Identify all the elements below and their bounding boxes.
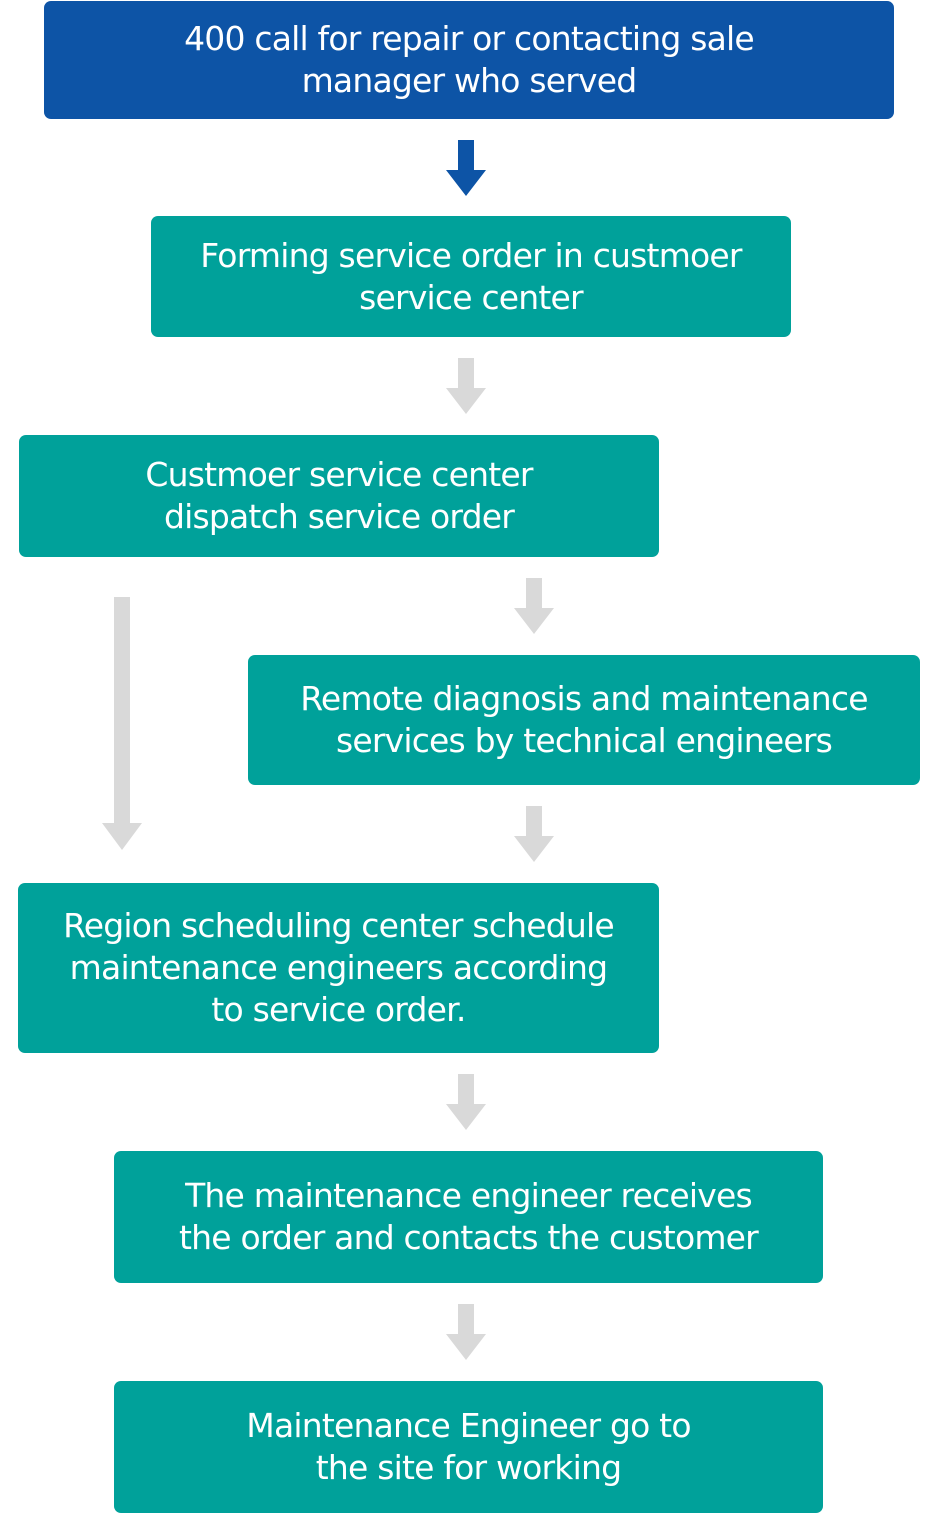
step-box-forming-order: Forming service order in custmoer servic… xyxy=(151,216,791,337)
arrow-down-icon xyxy=(446,1304,486,1360)
step-box-remote-diagnosis: Remote diagnosis and maintenance service… xyxy=(248,655,920,785)
arrow-down-icon xyxy=(514,578,554,634)
step-label-line: to service order. xyxy=(211,990,466,1029)
arrow-down-icon xyxy=(446,1074,486,1130)
arrow-down-shape xyxy=(446,1304,486,1360)
long-arrow-down-icon xyxy=(102,597,142,850)
step-label-line: Region scheduling center schedule xyxy=(63,906,615,945)
step-label-line: the site for working xyxy=(315,1448,622,1487)
arrow-down-shape xyxy=(102,597,142,850)
step-box-dispatch-order: Custmoer service center dispatch service… xyxy=(19,435,659,557)
step-label-line: 400 call for repair or contacting sale xyxy=(184,19,755,58)
step-label-line: service center xyxy=(359,277,583,317)
arrow-down-icon xyxy=(514,806,554,862)
arrow-down-shape xyxy=(446,1074,486,1130)
step-box-engineer-onsite: Maintenance Engineer go to the site for … xyxy=(114,1381,823,1513)
step-label-line: Maintenance Engineer go to xyxy=(246,1406,691,1445)
arrow-down-shape xyxy=(446,140,486,196)
step-label-line: manager who served xyxy=(301,61,638,100)
step-label-line: Forming service order in custmoer xyxy=(200,235,742,275)
step-box-engineer-receives: The maintenance engineer receives the or… xyxy=(114,1151,823,1283)
step-label-line: The maintenance engineer receives xyxy=(185,1176,753,1215)
step-label-line: Custmoer service center xyxy=(145,455,533,494)
step-label-line: Remote diagnosis and maintenance xyxy=(300,679,868,718)
step-label-line: maintenance engineers according xyxy=(69,948,608,987)
arrow-down-shape xyxy=(514,578,554,634)
arrow-down-shape xyxy=(514,806,554,862)
step-label-line: services by technical engineers xyxy=(335,721,833,760)
step-box-call-repair: 400 call for repair or contacting sale m… xyxy=(44,1,894,119)
arrow-down-icon xyxy=(446,358,486,414)
arrow-down-shape xyxy=(446,358,486,414)
step-label-line: the order and contacts the customer xyxy=(179,1218,759,1257)
step-box-region-scheduling: Region scheduling center schedule mainte… xyxy=(18,883,659,1053)
step-label-line: dispatch service order xyxy=(163,497,515,536)
arrow-down-icon xyxy=(446,140,486,196)
